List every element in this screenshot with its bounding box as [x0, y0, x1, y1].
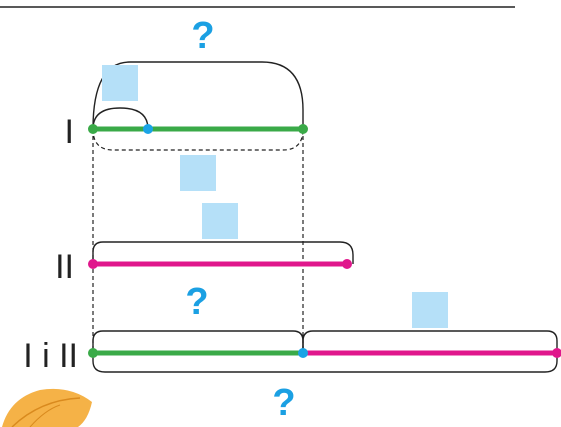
- question-mark-bottom: ?: [272, 382, 295, 424]
- dot-row3-mid: [298, 348, 308, 358]
- answer-box-row1-part[interactable]: [102, 65, 138, 101]
- question-mark-top: ?: [191, 15, 214, 57]
- question-mark-row3-left: ?: [185, 281, 208, 323]
- dot-row3-start: [88, 348, 98, 358]
- brace-row2: [93, 242, 353, 264]
- brace-row3-right-top: [303, 331, 557, 353]
- brace-part-row1: [93, 108, 148, 129]
- answer-box-row1-rest[interactable]: [180, 155, 216, 191]
- brace-row3-left-top: [93, 331, 303, 353]
- answer-box-row3-right[interactable]: [412, 292, 448, 328]
- brace-row3-total-bottom: [93, 353, 557, 372]
- dashed-brace-row1-bottom: [93, 129, 303, 150]
- leaf-decoration: [2, 389, 92, 427]
- row-label-2: II: [55, 248, 74, 286]
- row-label-3: I i II: [23, 337, 78, 375]
- dot-row1-mid: [143, 124, 153, 134]
- dot-row2-start: [88, 259, 98, 269]
- dot-row1-start: [88, 124, 98, 134]
- dot-row3-end: [552, 348, 561, 358]
- row-label-1: I: [65, 113, 74, 151]
- dot-row2-end: [342, 259, 352, 269]
- dot-row1-end: [298, 124, 308, 134]
- answer-box-row2[interactable]: [202, 203, 238, 239]
